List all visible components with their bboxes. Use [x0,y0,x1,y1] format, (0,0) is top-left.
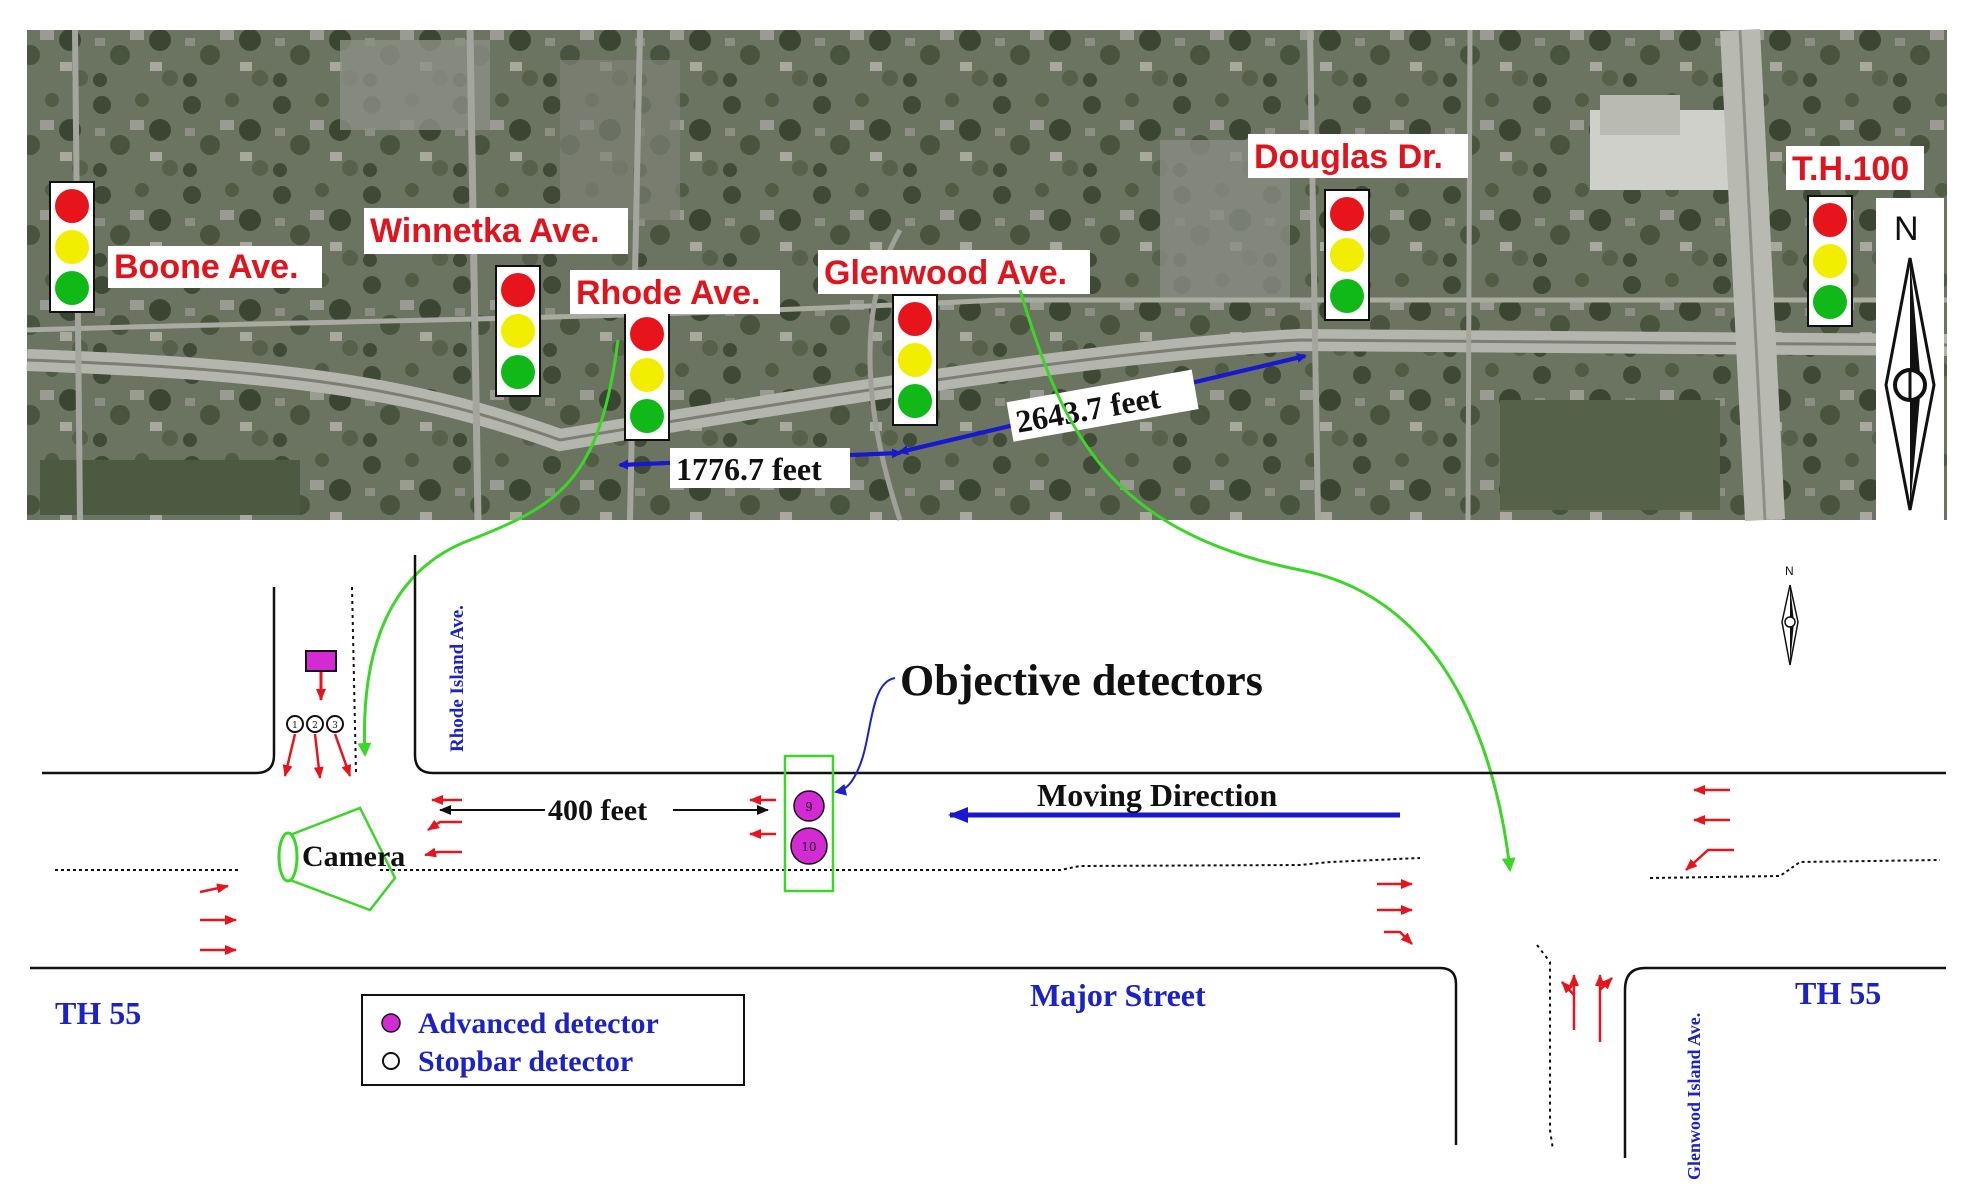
north-arrow-aerial: N [1876,198,1944,520]
label-major-street: Major Street [1030,977,1206,1013]
lane-arrows-east-glenwood [1377,879,1413,945]
north-label-aerial: N [1894,210,1919,248]
label-th100: T.H.100 [1792,150,1909,188]
signal-boone [49,181,95,313]
label-douglas: Douglas Dr. [1254,138,1443,176]
stopbar-number-1: 1 [292,721,298,731]
lane-arrows-east-left [199,883,237,955]
signal-winnetka [495,265,541,397]
north-arrow-diagram: N [1781,564,1799,666]
label-winnetka: Winnetka Ave. [370,212,600,250]
label-th55-right: TH 55 [1795,975,1881,1011]
turn-arrows-cross-left [282,733,352,779]
stopbar-number-3: 3 [332,721,338,731]
centerline [55,857,1421,871]
legend-advanced-label: Advanced detector [418,1007,659,1040]
label-400-feet: 400 feet [548,794,647,827]
camera-cone-icon [277,806,397,912]
legend-box [361,994,745,1086]
label-rhode-island-ave: Rhode Island Ave. [447,605,468,752]
signal-th100 [1807,195,1853,327]
label-objective-detectors: Objective detectors [900,656,1263,705]
signal-rhode [624,309,670,441]
lane-arrows-west-rhode [424,795,462,858]
label-rhode: Rhode Ave. [576,274,761,312]
road-edge-bottom-left [30,966,1458,1145]
stopbar-number-2: 2 [312,721,318,731]
legend-stopbar-label: Stopbar detector [418,1045,633,1078]
legend: Advanced detector Stopbar detector [361,994,745,1086]
label-glenwood: Glenwood Ave. [824,254,1067,292]
road-edge-top-left [42,587,276,775]
turn-arrows-glenwood [1561,974,1613,1042]
lane-arrows-detector [749,795,776,839]
detector-number-10: 10 [801,840,816,854]
road-edge-top-right [413,555,1946,775]
detector-zone-box [783,754,835,893]
connector-glenwood [1018,289,1516,872]
label-th55-left: TH 55 [55,995,141,1031]
aerial-map: Boone Ave. Winnetka Ave. Rhode Ave. Glen… [26,28,1948,522]
label-camera: Camera [302,840,405,873]
road-edge-bottom-right [1623,966,1946,1158]
label-glenwood-island-ave: Glenwood Island Ave. [1684,1013,1704,1180]
legend-stopbar-marker [382,1052,400,1070]
camera-unit-icon [305,650,337,672]
stopbar-detectors: 1 2 3 [286,715,344,733]
callout-connector [834,677,896,796]
connector-rhode [357,339,620,757]
signal-douglas [1324,189,1370,321]
schematic-diagram [30,555,1946,1158]
lane-arrows-west-right [1685,785,1734,871]
label-boone: Boone Ave. [114,248,299,286]
label-moving-direction: Moving Direction [1037,777,1277,813]
advanced-detectors: 9 10 [790,790,828,865]
legend-advanced-marker [381,1013,401,1033]
north-label-diagram: N [1785,564,1794,578]
distance-label-1: 1776.7 feet [676,451,822,487]
detector-number-9: 9 [805,800,813,814]
signal-glenwood [892,294,938,426]
